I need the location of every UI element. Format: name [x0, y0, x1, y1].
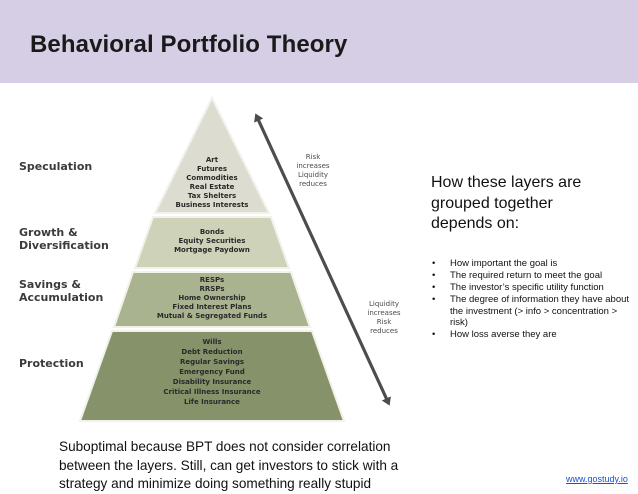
tier-item: Critical Illness Insurance — [163, 388, 261, 396]
note-line: between the layers. Still, can get inves… — [59, 457, 399, 473]
arrow-label-line: increases — [367, 309, 401, 317]
tier-item: Tax Shelters — [187, 192, 237, 200]
tier-item: Wills — [202, 338, 222, 346]
tier-item: Emergency Fund — [179, 368, 245, 376]
arrow-label-line: reduces — [299, 180, 327, 188]
arrow-label-line: increases — [296, 162, 330, 170]
list-item: How important the goal is — [431, 258, 636, 270]
note-line: strategy and minimize doing something re… — [59, 476, 372, 491]
list-item: The required return to meet the goal — [431, 270, 636, 282]
arrow-label-line: Risk — [305, 153, 321, 161]
tier-item: RRSPs — [199, 285, 225, 293]
tier-item: Art — [205, 156, 219, 164]
bottom-note: Suboptimal because BPT does not consider… — [59, 438, 439, 494]
liquidity-down-arrow — [255, 116, 391, 406]
list-item: The investor’s specific utility function — [431, 282, 636, 294]
layer-label-line: Speculation — [19, 160, 93, 173]
tier-item: Real Estate — [189, 183, 235, 191]
tier-item: Disability Insurance — [172, 378, 252, 386]
arrow-label-line: Liquidity — [369, 300, 399, 308]
layer-label-growth: Growth & Diversification — [19, 226, 109, 252]
tier-item: Mortgage Paydown — [174, 246, 250, 254]
tier-items-savings: RESPs RRSPs Home Ownership Fixed Interes… — [127, 276, 297, 321]
tier-item: Regular Savings — [179, 358, 245, 366]
tier-item: Debt Reduction — [181, 348, 243, 356]
layer-label-protection: Protection — [19, 357, 84, 370]
heading-line: grouped together — [431, 194, 553, 212]
risk-increases-label: Risk increases Liquidity reduces — [290, 153, 336, 189]
website-link[interactable]: www.gostudy.io — [566, 474, 628, 484]
pyramid-tier-speculation — [153, 95, 271, 214]
pyramid-tier-savings — [112, 271, 312, 328]
tier-item: Home Ownership — [178, 294, 246, 302]
tier-item: Life Insurance — [184, 398, 240, 406]
tier-items-speculation: Art Futures Commodities Real Estate Tax … — [127, 156, 297, 210]
arrow-label-line: reduces — [370, 327, 398, 335]
grouping-heading: How these layers are grouped together de… — [431, 173, 631, 235]
tier-item: Fixed Interest Plans — [172, 303, 252, 311]
heading-line: depends on: — [431, 215, 520, 232]
pyramid-tier-growth — [133, 216, 291, 269]
layer-label-line: Diversification — [19, 239, 109, 252]
tier-item: Business Interests — [175, 201, 249, 209]
tier-item: Bonds — [199, 228, 225, 236]
liquidity-increases-label: Liquidity increases Risk reduces — [360, 300, 408, 336]
tier-item: Equity Securities — [178, 237, 246, 245]
tier-item: RESPs — [199, 276, 225, 284]
arrow-label-line: Liquidity — [298, 171, 328, 179]
heading-line: How these layers are — [431, 174, 582, 191]
page-title: Behavioral Portfolio Theory — [30, 31, 348, 58]
list-item: The degree of information they have abou… — [431, 294, 636, 329]
layer-label-speculation: Speculation — [19, 160, 92, 173]
layer-label-line: Growth & — [19, 226, 78, 239]
grouping-factors-list: How important the goal is The required r… — [431, 258, 636, 341]
tier-items-growth: Bonds Equity Securities Mortgage Paydown — [127, 228, 297, 255]
note-line: Suboptimal because BPT does not consider… — [59, 439, 391, 454]
tier-item: Commodities — [186, 174, 238, 182]
layer-label-line: Savings & — [19, 278, 81, 291]
tier-item: Mutual & Segregated Funds — [156, 312, 268, 320]
tier-items-protection: Wills Debt Reduction Regular Savings Eme… — [127, 337, 297, 407]
layer-label-savings: Savings & Accumulation — [19, 278, 103, 304]
tier-item: Futures — [196, 165, 228, 173]
arrow-label-line: Risk — [376, 318, 392, 326]
pyramid-tier-protection — [78, 330, 346, 422]
layer-label-line: Protection — [19, 357, 84, 370]
list-item: How loss averse they are — [431, 329, 636, 341]
title-bar: Behavioral Portfolio Theory — [0, 0, 638, 83]
layer-label-line: Accumulation — [19, 291, 104, 304]
